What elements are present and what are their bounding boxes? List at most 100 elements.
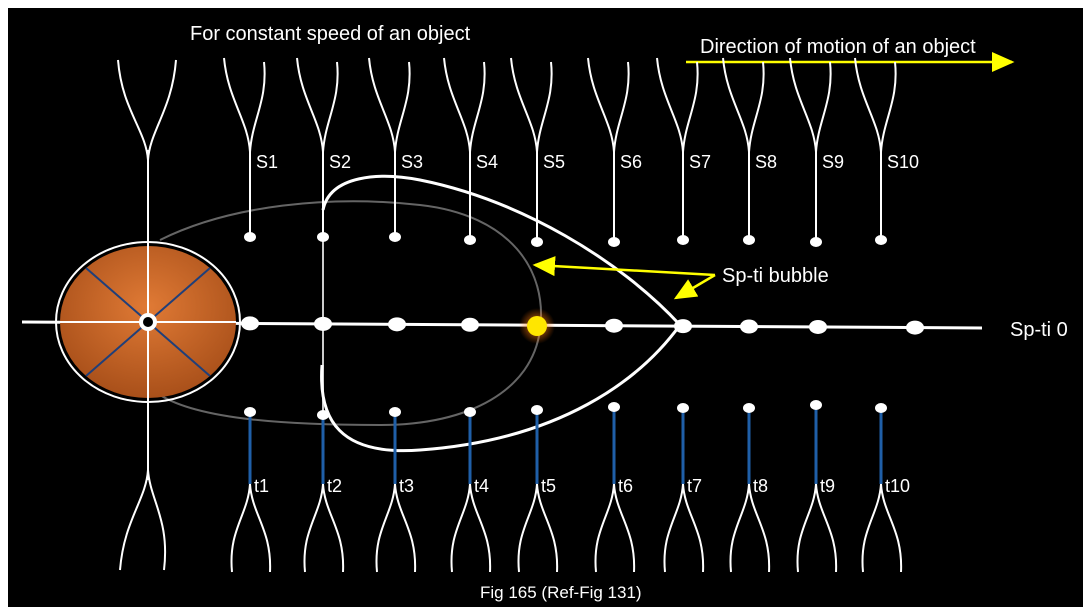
space-branch-left [722,57,750,153]
time-marker-1: t1 [230,407,272,573]
baseline-dot-7 [740,319,758,334]
space-marker-9: S9 [789,57,844,247]
baseline-dot-9 [906,320,924,335]
time-label-5: t5 [541,476,556,496]
time-node [317,410,329,420]
time-marker-3: t3 [375,407,417,573]
space-marker-5: S5 [510,57,565,247]
time-node [464,407,476,417]
baseline-dot-4 [461,317,479,332]
space-node [244,232,256,242]
time-marker-6: t6 [594,402,636,573]
time-node [677,403,689,413]
space-label-7: S7 [689,152,711,172]
time-branch-left [450,483,471,573]
time-branch-left [663,483,684,573]
space-branch-left [223,57,251,153]
space-node [317,232,329,242]
space-node [464,235,476,245]
space-branch-right [536,61,553,153]
time-branch-right [536,483,559,573]
space-branch-left [854,57,882,153]
baseline-dot-5 [605,318,623,333]
time-markers: t1 t2 t3 t4 t5 t6 t7 t8 t9 t10 [230,400,910,573]
object-center-dot [143,317,153,327]
space-branch-left [296,57,324,153]
time-label-2: t2 [327,476,342,496]
space-node [677,235,689,245]
space-branch-right [249,61,266,153]
time-label-10: t10 [885,476,910,496]
time-marker-9: t9 [796,400,838,573]
space-label-1: S1 [256,152,278,172]
baseline-dot-2 [314,316,332,331]
time-branch-left [861,483,882,573]
space-label-9: S9 [822,152,844,172]
time-node [608,402,620,412]
space-marker-2: S2 [296,57,351,242]
direction-label: Direction of motion of an object [700,36,976,58]
time-branch-right [394,483,417,573]
time-marker-2: t2 [303,410,345,573]
space-node [743,235,755,245]
object-top-branch-left [117,59,149,161]
space-branch-left [587,57,615,153]
time-label-3: t3 [399,476,414,496]
time-node [743,403,755,413]
space-branch-right [815,61,832,153]
baseline-label: Sp-ti 0 [1010,319,1068,341]
time-branch-left [375,483,396,573]
space-branch-right [322,61,339,153]
time-marker-4: t4 [450,407,492,573]
current-position-dot [527,316,547,336]
space-marker-4: S4 [443,57,498,245]
space-marker-8: S8 [722,57,777,245]
baseline-dot-6 [674,319,692,334]
time-branch-right [880,483,903,573]
time-label-8: t8 [753,476,768,496]
time-branch-left [729,483,750,573]
space-marker-7: S7 [656,57,711,245]
space-label-4: S4 [476,152,498,172]
time-branch-right [322,483,345,573]
bubble-arrow-inner [532,256,716,277]
space-branch-right [394,61,411,153]
space-node [389,232,401,242]
space-node [810,237,822,247]
space-marker-3: S3 [368,57,423,242]
object-top-branch-right [147,59,177,161]
time-label-7: t7 [687,476,702,496]
space-marker-1: S1 [223,57,278,242]
space-branch-right [682,61,699,153]
space-label-8: S8 [755,152,777,172]
space-branch-left [368,57,396,153]
time-node [531,405,543,415]
time-branch-right [815,483,838,573]
space-label-2: S2 [329,152,351,172]
baseline-dot-3 [388,317,406,332]
space-marker-10: S10 [854,57,919,245]
time-marker-7: t7 [663,403,705,573]
time-branch-right [682,483,705,573]
time-branch-left [303,483,324,573]
time-branch-left [230,483,251,573]
time-branch-right [613,483,636,573]
time-node [389,407,401,417]
space-branch-right [748,61,765,153]
time-label-1: t1 [254,476,269,496]
object-bottom-branch-left [119,469,149,571]
space-label-10: S10 [887,152,919,172]
time-node [244,407,256,417]
space-branch-left [789,57,817,153]
baseline-dot-8 [809,319,827,334]
time-label-9: t9 [820,476,835,496]
space-branch-right [613,61,630,153]
bubble-arrow-outer [673,273,716,300]
time-node [810,400,822,410]
time-marker-5: t5 [517,405,559,573]
space-label-3: S3 [401,152,423,172]
spti-bubble [320,174,682,453]
